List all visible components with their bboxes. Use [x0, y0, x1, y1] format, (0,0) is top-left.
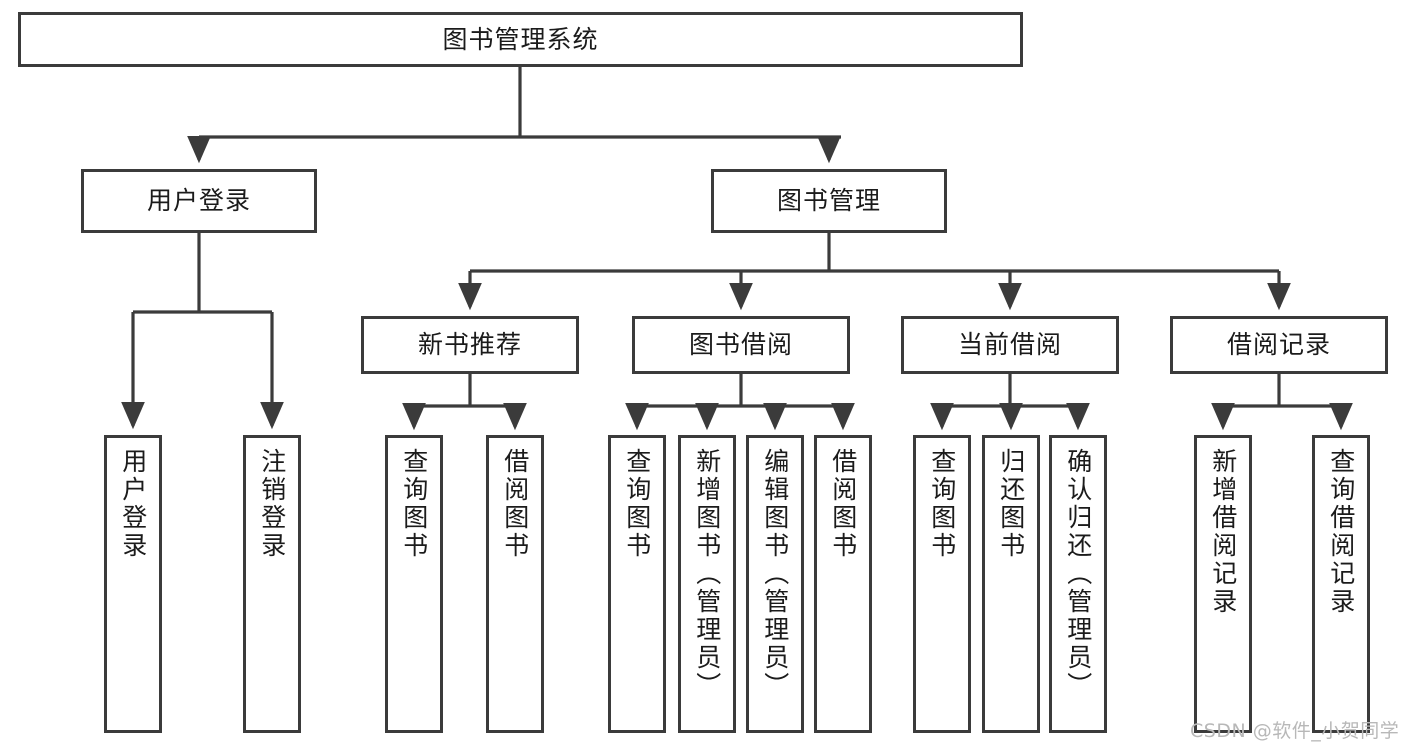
node-label: 用户登录 — [146, 186, 251, 216]
node-label: 查询图书 — [927, 448, 957, 560]
node-new-book-recommendation[interactable]: 新书推荐 — [361, 316, 579, 374]
node-label: 借阅图书 — [828, 448, 858, 560]
node-label: 查询图书 — [622, 448, 652, 560]
node-leaf-confirm-return-admin[interactable]: 确认归还（管理员） — [1049, 435, 1107, 733]
node-leaf-query-borrow-record[interactable]: 查询借阅记录 — [1312, 435, 1370, 733]
node-leaf-borrow-book-rec[interactable]: 借阅图书 — [486, 435, 544, 733]
node-label: 确认归还（管理员） — [1063, 448, 1093, 700]
node-label: 借阅图书 — [500, 448, 530, 560]
node-book-borrowing[interactable]: 图书借阅 — [632, 316, 850, 374]
node-label: 新书推荐 — [417, 330, 522, 360]
node-root-system[interactable]: 图书管理系统 — [18, 12, 1023, 67]
node-leaf-add-book-admin[interactable]: 新增图书（管理员） — [678, 435, 736, 733]
node-borrow-record[interactable]: 借阅记录 — [1170, 316, 1388, 374]
node-leaf-edit-book-admin[interactable]: 编辑图书（管理员） — [746, 435, 804, 733]
node-label: 图书管理 — [776, 186, 881, 216]
node-label: 图书借阅 — [688, 330, 793, 360]
node-leaf-return-book[interactable]: 归还图书 — [982, 435, 1040, 733]
node-current-borrowing[interactable]: 当前借阅 — [901, 316, 1119, 374]
node-label: 查询图书 — [399, 448, 429, 560]
node-book-manage[interactable]: 图书管理 — [711, 169, 947, 233]
watermark-text: CSDN @软件_小贺同学 — [1190, 720, 1400, 742]
node-leaf-query-book-current[interactable]: 查询图书 — [913, 435, 971, 733]
node-leaf-query-book-borrow[interactable]: 查询图书 — [608, 435, 666, 733]
node-label: 当前借阅 — [957, 330, 1062, 360]
node-label: 归还图书 — [996, 448, 1026, 560]
node-leaf-user-login[interactable]: 用户登录 — [104, 435, 162, 733]
node-label: 用户登录 — [118, 448, 148, 560]
node-label: 新增借阅记录 — [1208, 448, 1238, 616]
node-label: 编辑图书（管理员） — [760, 448, 790, 700]
node-leaf-borrow-book[interactable]: 借阅图书 — [814, 435, 872, 733]
node-user-login[interactable]: 用户登录 — [81, 169, 317, 233]
node-label: 注销登录 — [257, 448, 287, 560]
node-leaf-add-borrow-record[interactable]: 新增借阅记录 — [1194, 435, 1252, 733]
node-label: 图书管理系统 — [442, 24, 599, 54]
node-leaf-user-logout[interactable]: 注销登录 — [243, 435, 301, 733]
node-leaf-query-book-rec[interactable]: 查询图书 — [385, 435, 443, 733]
node-label: 查询借阅记录 — [1326, 448, 1356, 616]
node-label: 借阅记录 — [1226, 330, 1331, 360]
node-label: 新增图书（管理员） — [692, 448, 722, 700]
